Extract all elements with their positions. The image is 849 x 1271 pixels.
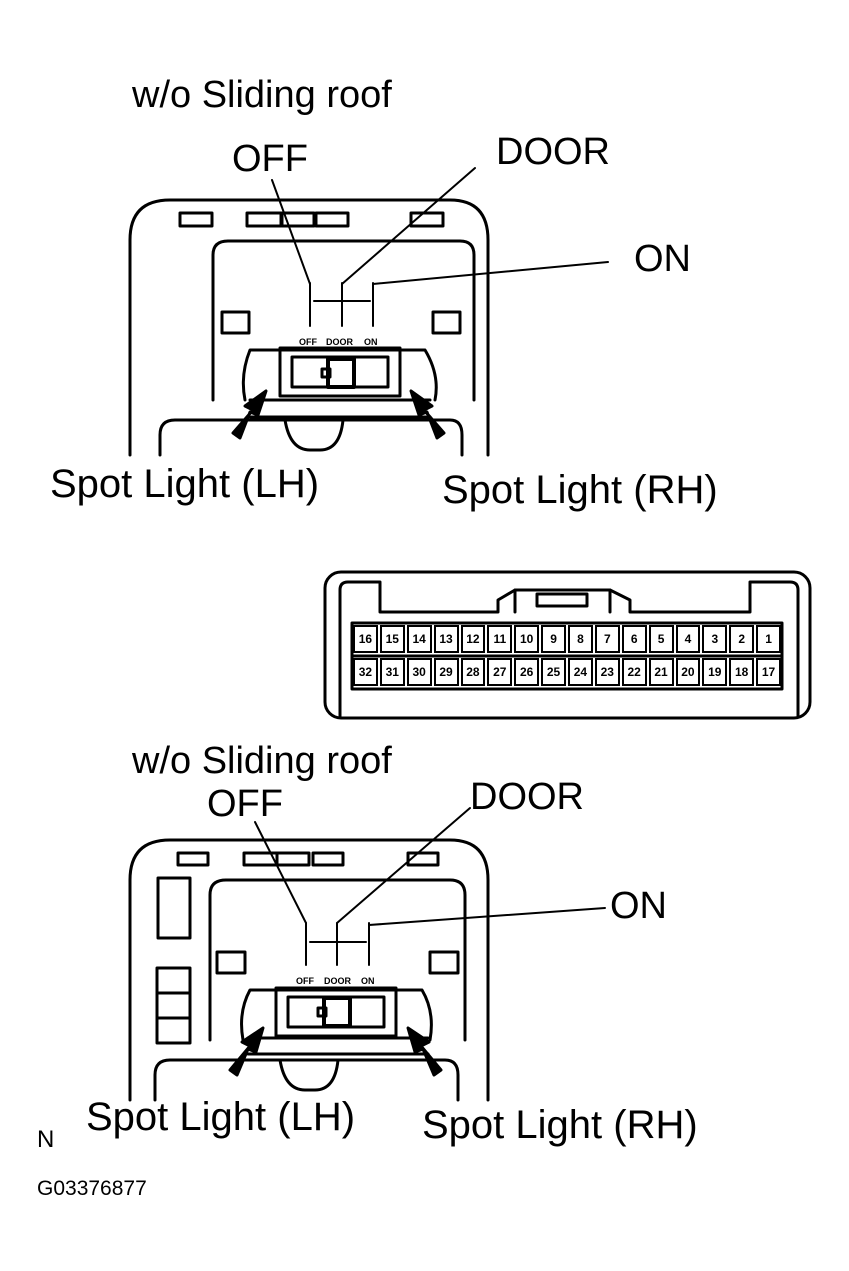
connector-pin: 19: [702, 658, 728, 686]
connector-pin: 13: [433, 625, 459, 653]
connector-pin: 21: [648, 658, 674, 686]
north-mark: N: [37, 1126, 55, 1153]
bottom-spot-light-rh: Spot Light (RH): [422, 1103, 698, 1147]
connector-pin: 17: [756, 658, 781, 686]
connector-pin: 29: [433, 658, 459, 686]
bottom-label-on: ON: [610, 885, 667, 927]
connector-pin: 3: [702, 625, 728, 653]
connector-pin: 23: [594, 658, 620, 686]
connector-pin: 20: [675, 658, 701, 686]
connector-pin: 2: [729, 625, 755, 653]
top-label-on: ON: [634, 238, 691, 280]
connector-pin: 22: [621, 658, 647, 686]
top-switch-door: DOOR: [326, 337, 353, 347]
figure-id: G03376877: [37, 1177, 147, 1200]
top-lamp-housing: [128, 167, 609, 457]
top-switch-on: ON: [364, 337, 378, 347]
connector-pin: 31: [379, 658, 405, 686]
top-switch-off: OFF: [299, 337, 317, 347]
bottom-label-off: OFF: [207, 783, 283, 825]
top-spot-light-rh: Spot Light (RH): [442, 468, 718, 512]
connector-pin: 14: [406, 625, 432, 653]
connector-pin: 6: [621, 625, 647, 653]
top-label-off: OFF: [232, 138, 308, 180]
top-title: w/o Sliding roof: [132, 74, 392, 116]
connector-pin: 25: [541, 658, 566, 686]
connector-pin: 10: [514, 625, 540, 653]
connector-pin: 5: [648, 625, 674, 653]
connector-pin: 32: [353, 658, 378, 686]
connector-pin: 11: [487, 625, 513, 653]
connector-body: [323, 570, 812, 720]
connector-pin: 26: [514, 658, 540, 686]
bottom-title: w/o Sliding roof: [132, 740, 392, 782]
connector-pin: 16: [353, 625, 378, 653]
connector-pin: 30: [406, 658, 432, 686]
connector-pin: 18: [729, 658, 755, 686]
bottom-switch-off: OFF: [296, 976, 314, 986]
connector-pin: 24: [568, 658, 593, 686]
connector-pin: 27: [487, 658, 513, 686]
connector-pin: 28: [460, 658, 486, 686]
connector-pin: 15: [379, 625, 405, 653]
connector-pin: 1: [756, 625, 781, 653]
top-spot-light-lh: Spot Light (LH): [50, 462, 320, 506]
bottom-label-door: DOOR: [470, 776, 584, 818]
connector-pin: 8: [568, 625, 593, 653]
bottom-spot-light-lh: Spot Light (LH): [86, 1095, 356, 1139]
connector-pin: 7: [594, 625, 620, 653]
top-label-door: DOOR: [496, 131, 610, 173]
bottom-switch-on: ON: [361, 976, 375, 986]
connector-pin: 12: [460, 625, 486, 653]
connector-pin: 9: [541, 625, 566, 653]
bottom-lamp-housing: [128, 807, 606, 1102]
bottom-switch-door: DOOR: [324, 976, 351, 986]
connector-pin: 4: [675, 625, 701, 653]
